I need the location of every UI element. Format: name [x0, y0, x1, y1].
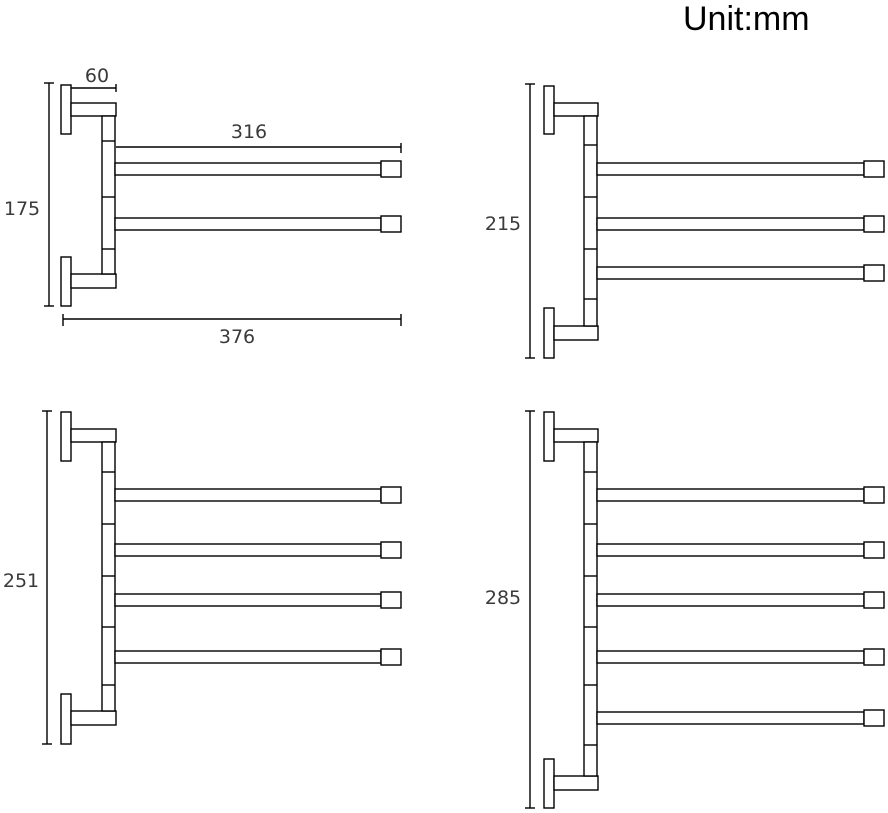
towel-arm [114, 650, 382, 664]
towel-rack-4-arms: 251 [3, 410, 402, 745]
bracket-top [553, 428, 599, 443]
towel-arm [596, 488, 865, 502]
wall-plate-top [543, 85, 555, 135]
arm-end-cap [863, 264, 885, 282]
arm-length-label: 316 [231, 121, 267, 143]
wall-plate-bottom [60, 693, 72, 745]
arm-end-cap [380, 541, 402, 559]
bracket-bottom [70, 710, 117, 726]
towel-arm [114, 543, 382, 557]
pivot-column [583, 441, 598, 777]
arm-end-cap [380, 591, 402, 609]
arm-end-cap [863, 648, 885, 666]
towel-rack-3-arms: 215 [485, 83, 885, 359]
arm-end-cap [380, 215, 402, 233]
bracket-top [70, 428, 117, 443]
height-label: 251 [3, 570, 39, 592]
arm-end-cap [863, 486, 885, 504]
towel-arm [114, 162, 382, 176]
height-label: 285 [485, 587, 521, 609]
towel-arm [596, 711, 865, 725]
bracket-top [553, 102, 599, 117]
towel-arm [596, 266, 865, 280]
arm-end-cap [380, 160, 402, 178]
wall-plate-top [60, 84, 72, 135]
towel-rack-2-arms: 175 60 316 376 [4, 65, 402, 348]
pivot-column [583, 115, 598, 327]
towel-arm [114, 217, 382, 231]
unit-label: Unit:mm [683, 0, 810, 38]
arm-end-cap [380, 486, 402, 504]
arm-end-cap [863, 160, 885, 178]
towel-rack-5-arms: 285 [485, 410, 885, 809]
towel-arm [596, 217, 865, 231]
height-label: 215 [485, 213, 521, 235]
wall-plate-top [60, 411, 72, 462]
towel-arm [114, 488, 382, 502]
towel-arm [596, 650, 865, 664]
bracket-depth-label: 60 [85, 65, 109, 87]
arm-end-cap [863, 591, 885, 609]
bracket-top [70, 102, 117, 117]
towel-arm [596, 162, 865, 176]
pivot-column [101, 115, 116, 275]
towel-arm [596, 593, 865, 607]
bracket-bottom [553, 325, 599, 341]
towel-arm [114, 593, 382, 607]
towel-arm [596, 543, 865, 557]
total-width-label: 376 [219, 326, 255, 348]
wall-plate-bottom [543, 307, 555, 359]
arm-end-cap [863, 541, 885, 559]
arm-end-cap [863, 709, 885, 727]
bracket-bottom [70, 273, 117, 289]
arm-end-cap [380, 648, 402, 666]
height-label: 175 [4, 198, 40, 220]
arm-end-cap [863, 215, 885, 233]
wall-plate-bottom [543, 758, 555, 809]
wall-plate-top [543, 411, 555, 462]
bracket-bottom [553, 775, 599, 791]
wall-plate-bottom [60, 256, 72, 307]
